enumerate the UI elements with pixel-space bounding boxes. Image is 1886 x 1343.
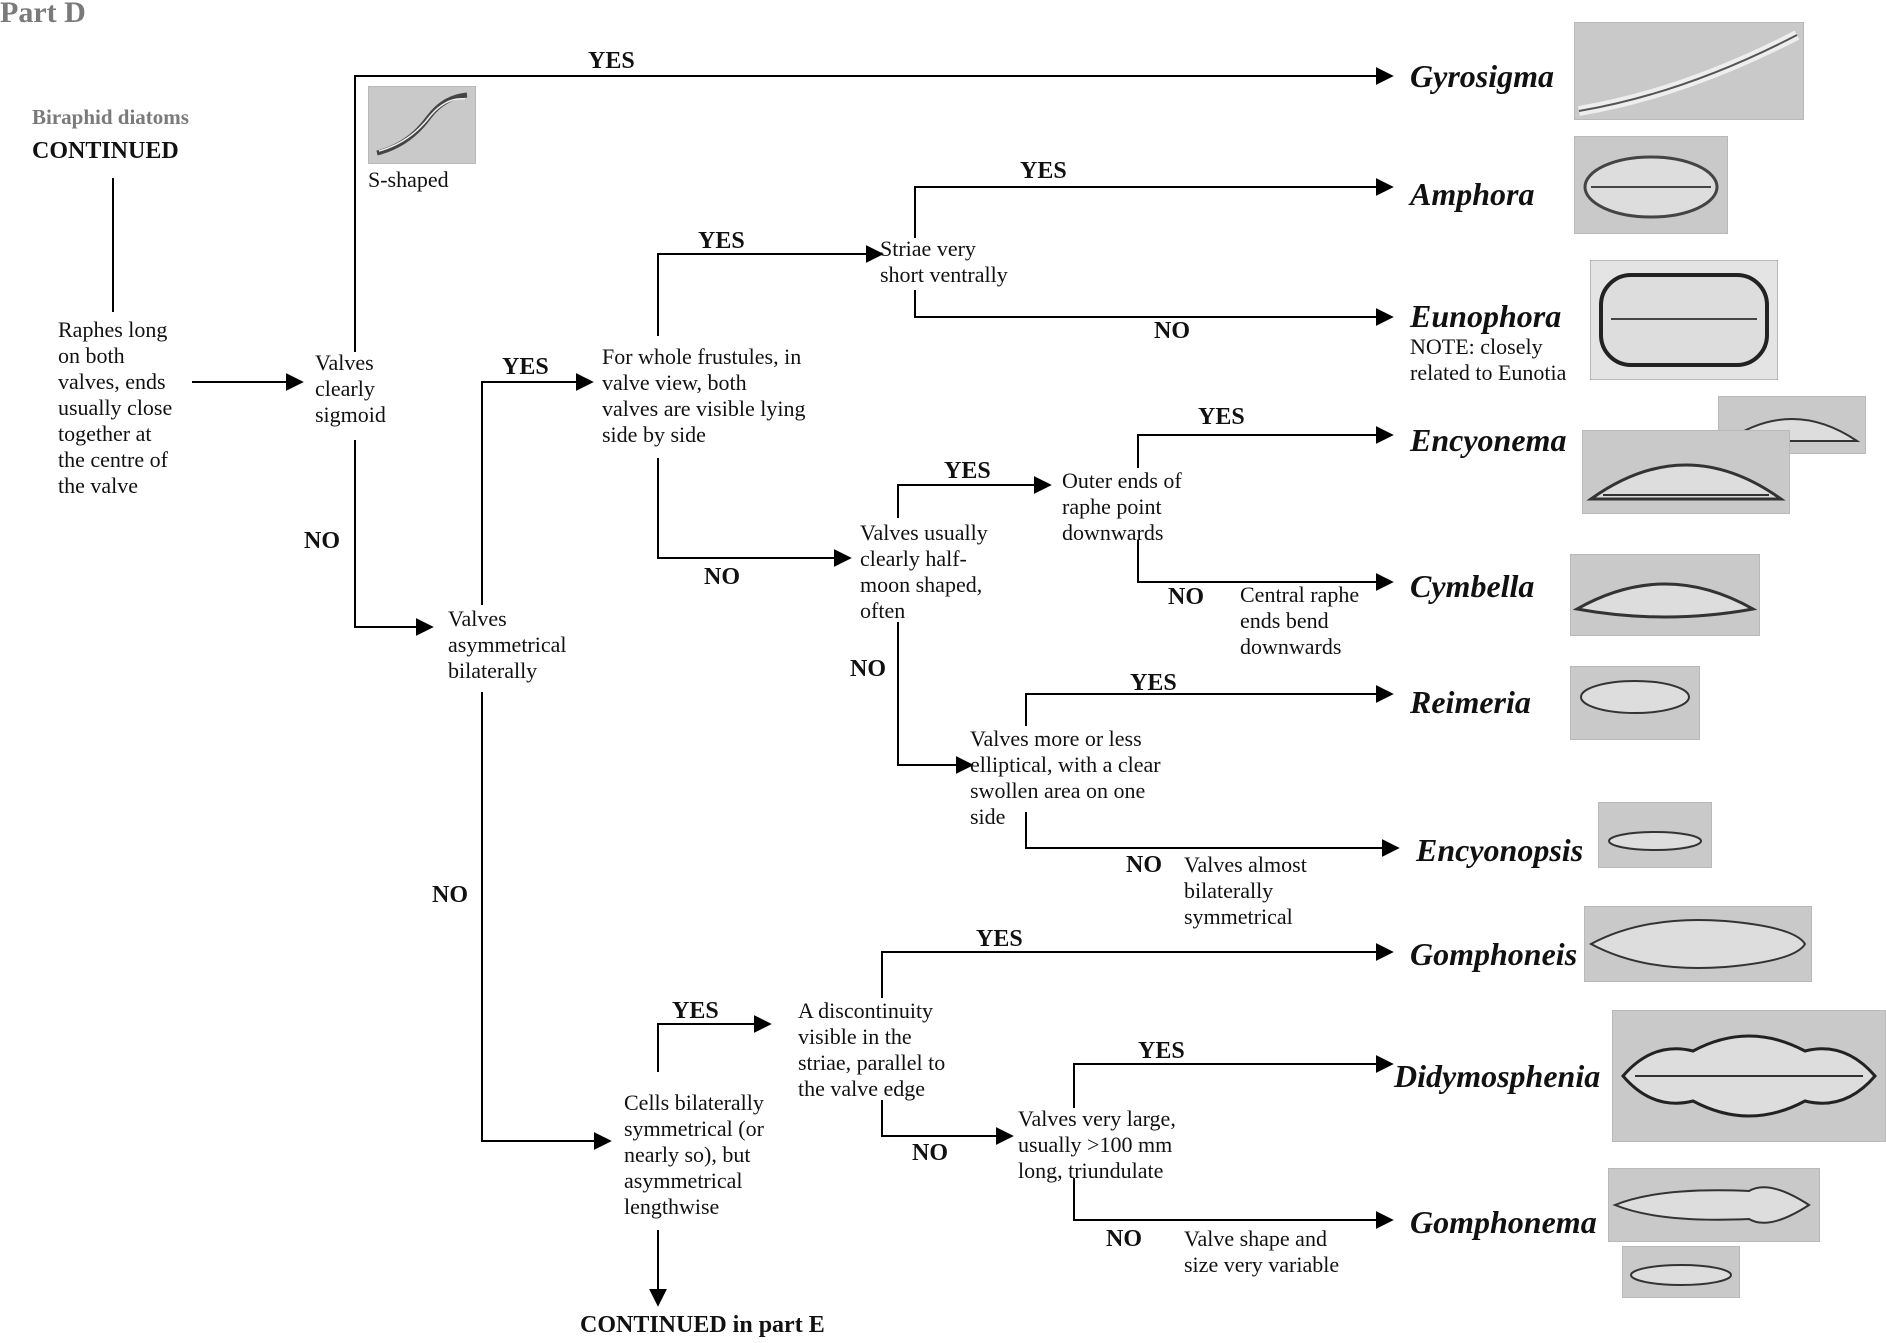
genus-gyrosigma: Gyrosigma: [1410, 58, 1554, 94]
continued-part-e: CONTINUED in part E: [580, 1312, 825, 1338]
note-central-raphe: Central raphe ends bend downwards: [1240, 582, 1360, 659]
genus-didymosphenia: Didymosphenia: [1394, 1058, 1601, 1094]
yes-label: YES: [944, 458, 991, 484]
eunophora-image: [1590, 260, 1778, 380]
note-eunophora: NOTE: closely related to Eunotia: [1410, 334, 1567, 385]
node-outer-ends: Outer ends of raphe point downwards: [1062, 468, 1182, 545]
yes-label: YES: [1020, 158, 1067, 184]
gomphonema-image: [1608, 1168, 1820, 1242]
no-label: NO: [432, 882, 468, 908]
no-label: NO: [1126, 852, 1162, 878]
gyrosigma-image: [1574, 22, 1804, 120]
section-subtitle: Biraphid diatoms: [32, 105, 189, 129]
node-raphes-long: Raphes long on both valves, ends usually…: [58, 317, 173, 498]
node-very-large: Valves very large, usually >100 mm long,…: [1018, 1106, 1176, 1183]
genus-gomphonema: Gomphonema: [1410, 1204, 1597, 1240]
s-shaped-diatom-image: [368, 86, 476, 164]
no-label: NO: [1168, 584, 1204, 610]
part-title: Part D: [0, 0, 86, 29]
no-label: NO: [304, 528, 340, 554]
no-label: NO: [1154, 318, 1190, 344]
gomphoneis-image: [1584, 906, 1812, 982]
node-discontinuity: A discontinuity visible in the striae, p…: [798, 998, 946, 1101]
no-label: NO: [704, 564, 740, 590]
yes-label: YES: [672, 998, 719, 1024]
note-almost-bilateral: Valves almost bilaterally symmetrical: [1184, 852, 1307, 929]
yes-label: YES: [502, 354, 549, 380]
encyonopsis-image: [1598, 802, 1712, 868]
label-s-shaped: S-shaped: [368, 167, 449, 192]
no-label: NO: [850, 656, 886, 682]
gomphonema-image-small: [1622, 1246, 1740, 1298]
node-half-moon: Valves usually clearly half- moon shaped…: [860, 520, 988, 623]
yes-label: YES: [588, 48, 635, 74]
genus-reimeria: Reimeria: [1410, 684, 1531, 720]
yes-label: YES: [1130, 670, 1177, 696]
no-label: NO: [912, 1140, 948, 1166]
note-variable: Valve shape and size very variable: [1184, 1226, 1340, 1277]
node-whole-frustules: For whole frustules, in valve view, both…: [602, 344, 806, 447]
yes-label: YES: [1198, 404, 1245, 430]
node-striae-short: Striae very short ventrally: [880, 236, 1008, 287]
didymosphenia-image: [1612, 1010, 1886, 1142]
yes-label: YES: [1138, 1038, 1185, 1064]
continued-label: CONTINUED: [32, 138, 179, 164]
yes-label: YES: [698, 228, 745, 254]
node-cells-bilateral: Cells bilaterally symmetrical (or nearly…: [624, 1090, 764, 1219]
genus-encyonopsis: Encyonopsis: [1416, 832, 1584, 868]
genus-gomphoneis: Gomphoneis: [1410, 936, 1578, 972]
genus-eunophora: Eunophora: [1410, 298, 1562, 334]
genus-amphora: Amphora: [1410, 176, 1535, 212]
node-valves-sigmoid: Valves clearly sigmoid: [315, 350, 386, 427]
cymbella-image: [1570, 554, 1760, 636]
encyonema-image: [1582, 430, 1790, 514]
genus-cymbella: Cymbella: [1410, 568, 1535, 604]
reimeria-image: [1570, 666, 1700, 740]
node-valves-asymmetrical: Valves asymmetrical bilaterally: [448, 606, 567, 683]
amphora-image: [1574, 136, 1728, 234]
yes-label: YES: [976, 926, 1023, 952]
node-elliptical: Valves more or less elliptical, with a c…: [970, 726, 1161, 829]
genus-encyonema: Encyonema: [1410, 422, 1567, 458]
no-label: NO: [1106, 1226, 1142, 1252]
